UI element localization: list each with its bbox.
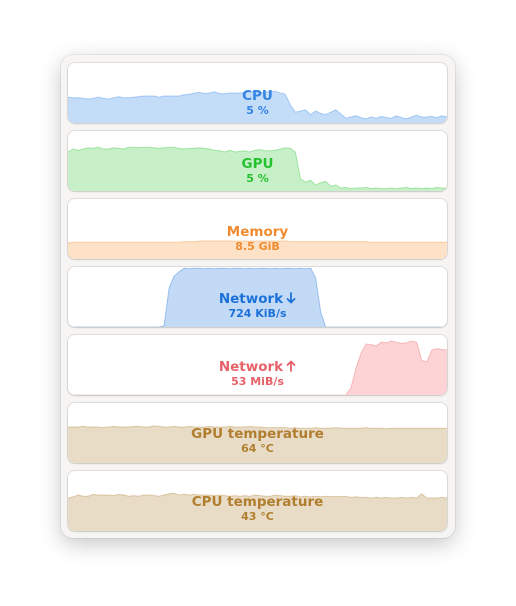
memory-usage-graph-area: [68, 241, 447, 259]
cpu-monitor-title: CPU: [242, 88, 273, 104]
memory-monitor-label: Memory 8.5 GiB: [68, 224, 447, 254]
memory-monitor-card[interactable]: Memory 8.5 GiB: [68, 199, 447, 259]
arrow-up-icon: [286, 360, 296, 372]
cpu-monitor-card[interactable]: CPU 5 %: [68, 63, 447, 123]
resource-monitor-window: CPU 5 % GPU 5 % Memory 8.5 GiB Network: [61, 55, 455, 538]
gpu-monitor-value: 5 %: [246, 172, 269, 185]
memory-usage-graph-line: [68, 240, 447, 244]
cpu-temperature-monitor-value: 43 °C: [241, 510, 274, 523]
cpu-temperature-graph-line: [68, 492, 447, 499]
memory-monitor-title: Memory: [226, 224, 289, 240]
network-upload-monitor-card[interactable]: Network 53 MiB/s: [68, 335, 447, 395]
memory-monitor-value: 8.5 GiB: [235, 240, 280, 253]
cpu-monitor-value: 5 %: [246, 104, 269, 117]
gpu-usage-graph: [68, 146, 447, 191]
gpu-monitor-card[interactable]: GPU 5 %: [68, 131, 447, 191]
network-download-graph-area: [68, 268, 447, 327]
network-upload-monitor-label: Network 53 MiB/s: [68, 359, 447, 389]
network-upload-monitor-value: 53 MiB/s: [231, 375, 284, 388]
cpu-monitor-label: CPU 5 %: [68, 88, 447, 118]
network-upload-graph-area: [68, 341, 447, 395]
network-upload-graph-line: [68, 340, 447, 395]
network-download-graph-line: [68, 267, 447, 327]
network-download-title-text: Network: [218, 291, 284, 307]
network-download-graph: [68, 267, 447, 327]
cpu-usage-graph-line: [68, 90, 447, 120]
cpu-temperature-monitor-title: CPU temperature: [191, 494, 324, 510]
gpu-temperature-graph-area: [68, 425, 447, 463]
gpu-temperature-graph: [68, 425, 447, 463]
arrow-down-icon: [286, 292, 296, 304]
cpu-temperature-monitor-card[interactable]: CPU temperature 43 °C: [68, 471, 447, 531]
network-download-monitor-value: 724 KiB/s: [228, 307, 287, 320]
cpu-temperature-monitor-label: CPU temperature 43 °C: [68, 494, 447, 524]
gpu-usage-graph-line: [68, 146, 447, 190]
cpu-temperature-graph-area: [68, 493, 447, 531]
cpu-usage-graph: [68, 90, 447, 123]
gpu-temperature-monitor-label: GPU temperature 64 °C: [68, 426, 447, 456]
gpu-temperature-graph-line: [68, 425, 447, 430]
network-download-monitor-label: Network 724 KiB/s: [68, 291, 447, 321]
cpu-temperature-graph: [68, 492, 447, 531]
gpu-temperature-monitor-title: GPU temperature: [191, 426, 324, 442]
network-download-monitor-card[interactable]: Network 724 KiB/s: [68, 267, 447, 327]
network-upload-monitor-title: Network: [68, 359, 447, 375]
gpu-temperature-monitor-value: 64 °C: [241, 442, 274, 455]
gpu-temperature-monitor-card[interactable]: GPU temperature 64 °C: [68, 403, 447, 463]
network-upload-title-text: Network: [218, 359, 284, 375]
network-download-monitor-title: Network: [68, 291, 447, 307]
memory-usage-graph: [68, 240, 447, 259]
cpu-usage-graph-area: [68, 91, 447, 123]
gpu-monitor-label: GPU 5 %: [68, 156, 447, 186]
gpu-monitor-title: GPU: [241, 156, 274, 172]
network-upload-graph: [68, 340, 447, 395]
gpu-usage-graph-area: [68, 147, 447, 191]
